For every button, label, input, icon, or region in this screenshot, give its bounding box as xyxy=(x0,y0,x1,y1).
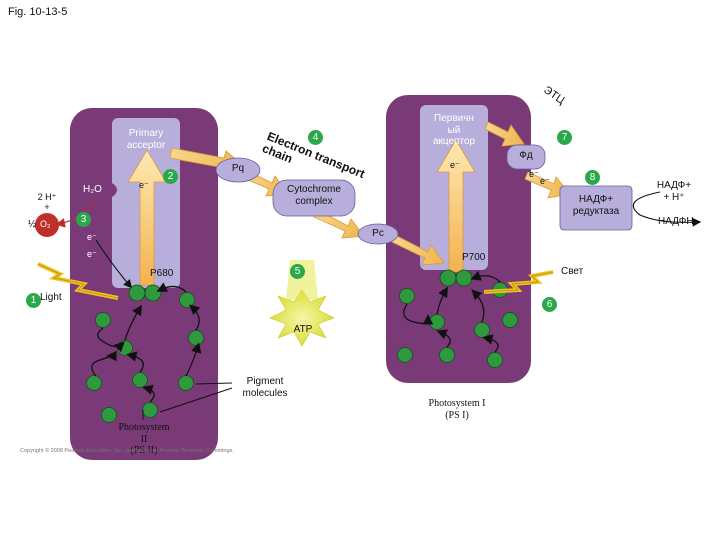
ps1-pigment-molecules xyxy=(397,282,518,368)
pigment-molecule xyxy=(142,402,158,418)
etc-arrow-acceptor-to-fd xyxy=(484,121,525,147)
electron-water-1: e⁻ xyxy=(87,232,97,242)
pigment-molecule xyxy=(502,312,518,328)
step-2-badge: 2 xyxy=(163,169,178,184)
pc-label: Pc xyxy=(372,228,384,239)
atp-label: ATP xyxy=(293,324,313,335)
h2o-molecule xyxy=(73,179,117,201)
step-4-badge: 4 xyxy=(308,130,323,145)
h2o-label: H₂O xyxy=(83,184,102,195)
pigment-molecule xyxy=(188,330,204,346)
pigment-pointer-2 xyxy=(159,387,233,413)
pigment-molecules-label: Pigment molecules xyxy=(242,376,288,399)
electron-ps1-acceptor: e⁻ xyxy=(450,160,460,170)
ps2-excitation-arrow xyxy=(127,149,167,286)
step-8-badge: 8 xyxy=(585,170,600,185)
ps1-name-label: Photosystem I (PS I) xyxy=(428,398,486,421)
o2-label: O₂ xyxy=(40,219,51,229)
figure-caption: Fig. 10-13-5 xyxy=(8,6,68,18)
pigment-molecule xyxy=(429,314,445,330)
pigment-molecule xyxy=(95,312,111,328)
p680-chlorophyll-a xyxy=(128,284,146,302)
ps2-pigment-molecules xyxy=(86,292,204,423)
electron-fd-2: e⁻ xyxy=(540,176,550,186)
atp-burst xyxy=(269,289,335,347)
light-ps2-label: Light xyxy=(40,292,62,303)
copyright-text: Copyright © 2008 Pearson Education, Inc.… xyxy=(20,448,234,454)
cytochrome-label: Cytochrome complex xyxy=(287,184,341,207)
pigment-molecule xyxy=(179,292,195,308)
o2-molecule xyxy=(35,213,59,237)
cytochrome-complex xyxy=(272,179,356,217)
ps1-excitation-arrow xyxy=(436,139,476,273)
pigment-molecule xyxy=(487,352,503,368)
step-5-badge: 5 xyxy=(290,264,305,279)
electron-water-2: e⁻ xyxy=(87,249,97,259)
ps1-energy-transfer xyxy=(403,270,501,353)
electron-fd-1: e⁻ xyxy=(529,169,539,179)
pigment-molecule xyxy=(439,347,455,363)
pigment-molecule xyxy=(397,347,413,363)
pigment-molecule xyxy=(86,375,102,391)
step-6-badge: 6 xyxy=(542,297,557,312)
etc-arrow-cytochrome-to-pc xyxy=(313,209,365,239)
ps2-primary-acceptor-label: Primary acceptor xyxy=(126,128,166,151)
p700-label: P700 xyxy=(462,252,486,263)
ps2-name-label: Photosystem II (PS II) xyxy=(118,422,170,456)
nadp-to-nadph-arrow xyxy=(632,191,702,227)
step-7-badge: 7 xyxy=(557,130,572,145)
p680-label: P680 xyxy=(150,268,174,279)
nadp-reductase-label: НАДФ+ редуктаза xyxy=(572,194,620,217)
p700-chlorophyll-b xyxy=(455,269,473,287)
etc-arrow-fd-to-reductase xyxy=(524,171,571,199)
pigment-molecule xyxy=(101,407,117,423)
light-ps1-label: Свет xyxy=(561,266,584,277)
etc-arrow-pc-to-p700 xyxy=(391,234,445,266)
step-3-badge: 3 xyxy=(76,212,91,227)
step-1-badge: 1 xyxy=(26,293,41,308)
pigment-molecule xyxy=(178,375,194,391)
pigment-molecule xyxy=(474,322,490,338)
nadp-reductase-complex xyxy=(559,185,633,231)
fd-label: Фд xyxy=(519,150,533,161)
pigment-pointer-1 xyxy=(195,382,233,385)
nadp-in-label: НАДФ+ + H⁺ xyxy=(656,180,692,203)
water-products-label: 2 H⁺ + xyxy=(37,192,57,213)
pq-label: Pq xyxy=(231,163,245,174)
pigment-molecule xyxy=(399,288,415,304)
electron-ps2-acceptor: e⁻ xyxy=(139,180,149,190)
nadph-label: НАДФН xyxy=(658,216,694,227)
fd-protein xyxy=(506,144,546,170)
pigment-molecule xyxy=(117,340,133,356)
water-electron-arrow xyxy=(95,239,133,289)
pq-carrier xyxy=(215,157,261,183)
p700-chlorophyll-a xyxy=(439,269,457,287)
ps1-primary-acceptor-label: Первичн ый акцептор xyxy=(432,113,476,147)
light-ps2-icon-outline xyxy=(37,263,119,299)
o2-fraction-label: ½ xyxy=(28,219,37,230)
p680-chlorophyll-b xyxy=(144,284,162,302)
light-ps1-icon-outline xyxy=(483,271,554,293)
pc-carrier xyxy=(357,223,399,245)
pigment-molecule xyxy=(132,372,148,388)
